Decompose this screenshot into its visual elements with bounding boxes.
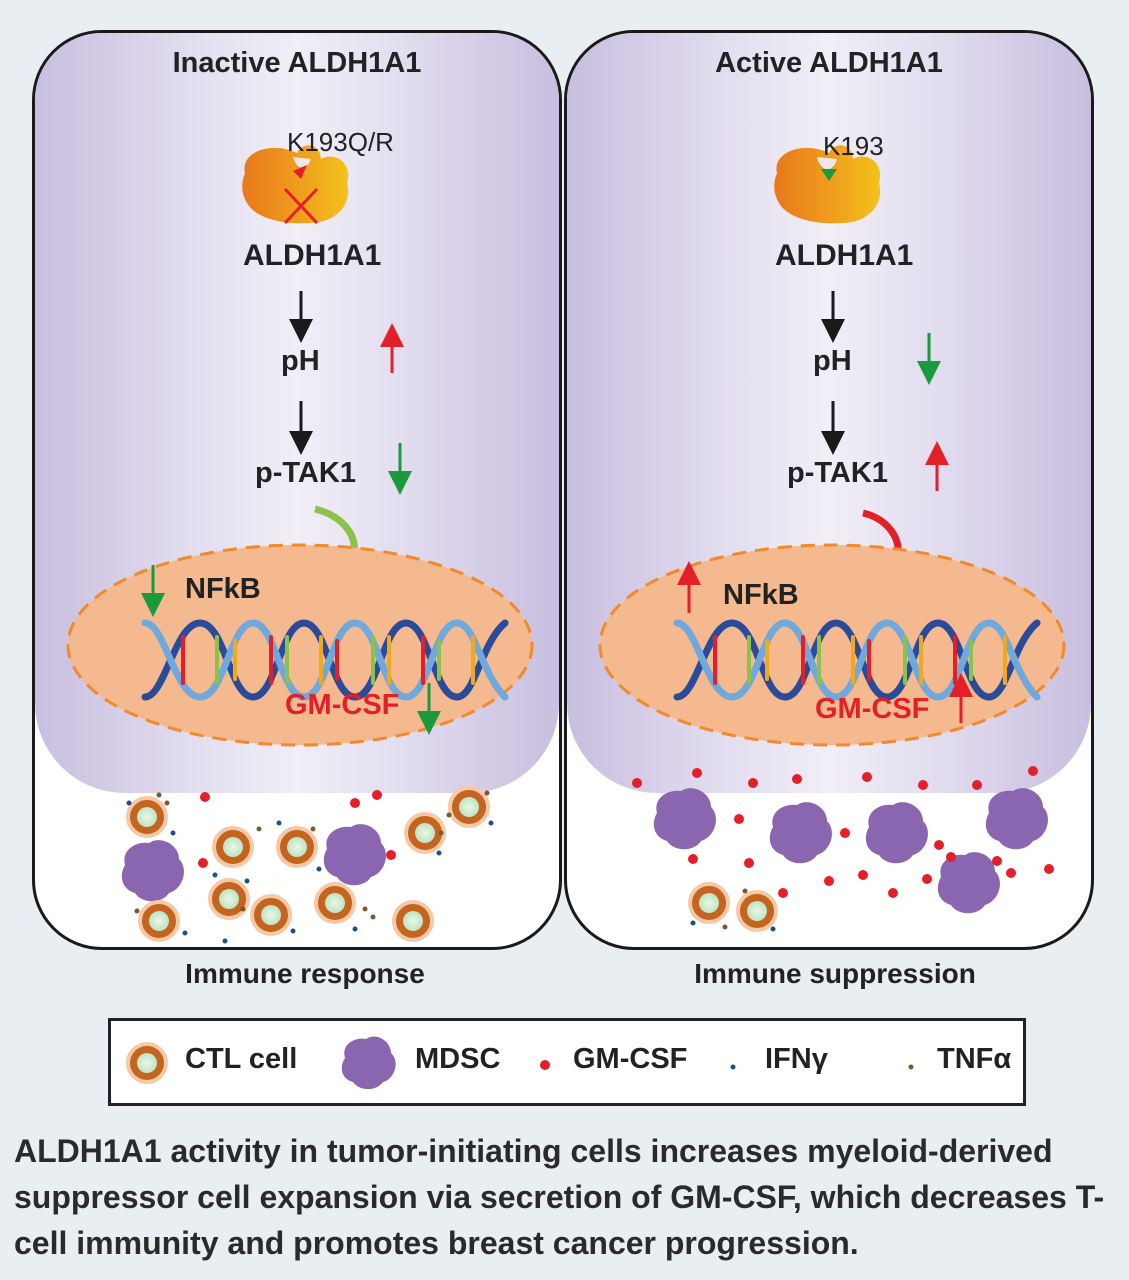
active-site-label: K193 (823, 131, 884, 161)
active-site-marker (821, 169, 837, 181)
mdsc-legend-label: MDSC (415, 1043, 501, 1075)
mdsc-cell (121, 840, 184, 902)
gmcsf-label: GM-CSF (815, 693, 930, 725)
ph-label: pH (813, 345, 852, 377)
ctl-cell (392, 900, 434, 942)
ctl-cell (126, 796, 168, 838)
gm-csf-dots (688, 814, 1054, 898)
mutation-site-marker (293, 165, 307, 179)
dna-helix-icon (141, 619, 509, 701)
inactivation-cross-icon (283, 187, 319, 225)
nfkb-label: NFkB (723, 579, 799, 611)
enzyme-label: ALDH1A1 (243, 239, 382, 272)
gm-csf-legend-label: GM-CSF (573, 1043, 688, 1075)
ifn-gamma-dots (690, 920, 776, 932)
ctl-cell (212, 826, 254, 868)
ctl-cell (688, 882, 730, 924)
mutation-site-label: K193Q/R (287, 127, 394, 157)
aldh1a1-enzyme-icon (774, 145, 881, 224)
ctl-cell (276, 826, 318, 868)
immune-response-label: Immune response (185, 958, 425, 989)
inactive-pathway-graphics (66, 145, 534, 944)
active-pathway-graphics (598, 145, 1066, 790)
ctl-cell-legend-icon (126, 1042, 168, 1084)
extracellular-cells (121, 786, 494, 944)
mdsc-cell (769, 802, 832, 864)
ifn-gamma-legend-icon (730, 1064, 736, 1070)
ctl-cell (250, 894, 292, 936)
inactive-panel: Inactive ALDH1A1 (32, 30, 562, 950)
figure-caption: ALDH1A1 activity in tumor-initiating cel… (14, 1133, 1105, 1261)
gm-csf-legend-icon (540, 1060, 550, 1070)
tnf-alpha-legend-label: TNFα (937, 1043, 1012, 1075)
panel-title: Active ALDH1A1 (715, 47, 943, 79)
ifn-gamma-dots (126, 800, 494, 944)
tnf-alpha-dots (134, 790, 490, 920)
ctl-cell (138, 900, 180, 942)
panel-title: Inactive ALDH1A1 (172, 47, 422, 79)
ifn-gamma-legend-label: IFNγ (765, 1043, 828, 1075)
ptak1-label: p-TAK1 (255, 457, 356, 489)
aldh1a1-enzyme-icon (242, 145, 349, 224)
ctl-cell (314, 882, 356, 924)
ctl-cell-legend-label: CTL cell (185, 1043, 298, 1075)
gm-csf-dots (198, 790, 396, 868)
nfkb-label: NFkB (185, 573, 261, 605)
mdsc-cell (865, 802, 928, 864)
enzyme-label: ALDH1A1 (775, 239, 914, 272)
mdsc-cell (653, 788, 716, 850)
ctl-cell (736, 890, 778, 932)
gm-csf-dots (632, 766, 1038, 790)
immune-suppression-label: Immune suppression (694, 958, 976, 989)
tnf-alpha-legend-icon (908, 1064, 914, 1070)
tnf-alpha-dots (722, 888, 748, 930)
ctl-cell (208, 878, 250, 920)
active-panel: Active ALDH1A1 (564, 30, 1094, 950)
mdsc-cell (323, 824, 386, 886)
extracellular-cells (653, 788, 1054, 932)
mdsc-legend-icon (341, 1036, 396, 1090)
ptak1-label: p-TAK1 (787, 457, 888, 489)
ctl-cell (404, 812, 446, 854)
ctl-cell (448, 786, 490, 828)
mdsc-cell (937, 852, 1000, 914)
mdsc-cell (985, 788, 1048, 850)
legend: CTL cell MDSC GM-CSF IFNγ TNFα (108, 1018, 1026, 1106)
gmcsf-label: GM-CSF (285, 689, 400, 721)
ph-label: pH (281, 345, 320, 377)
legend-icons (126, 1036, 914, 1090)
